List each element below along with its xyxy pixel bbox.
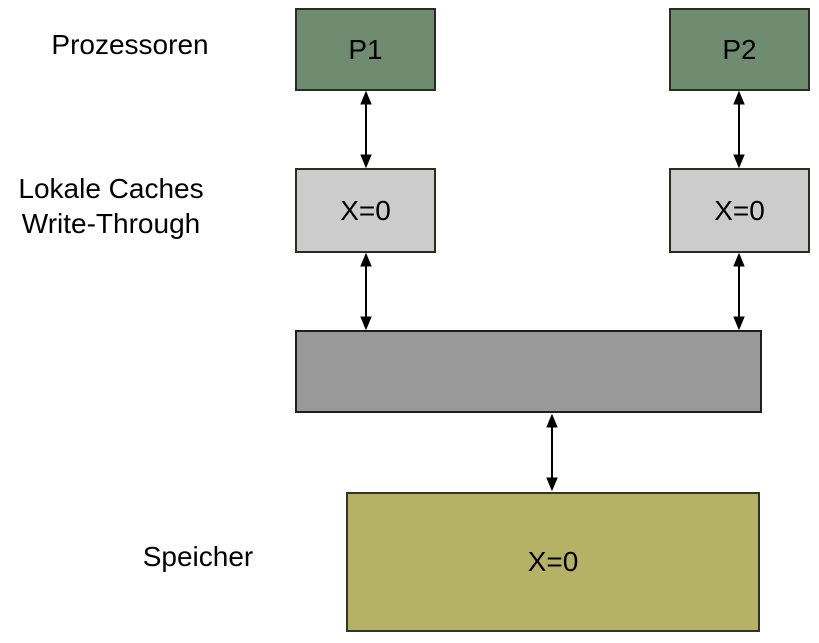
processor-p2-label: P2 (722, 33, 757, 65)
row-label-memory: Speicher (142, 541, 254, 572)
processor-p1-box: P1 (295, 8, 436, 91)
arrow-cache1-bus (360, 252, 372, 331)
processor-p1-label: P1 (348, 33, 383, 65)
row-label-processors: Prozessoren (51, 29, 209, 60)
arrow-cache2-bus (733, 252, 745, 331)
row-label-caches: Lokale Caches Write-Through (0, 171, 222, 241)
memory-box: X=0 (346, 492, 760, 632)
memory-value: X=0 (527, 546, 579, 577)
arrow-p2-cache2 (733, 90, 745, 169)
row-label-caches-line2: Write-Through (21, 208, 201, 239)
arrow-bus-memory (546, 413, 558, 492)
cache1-box: X=0 (295, 168, 436, 253)
cache2-value: X=0 (714, 194, 765, 226)
cache1-value: X=0 (340, 194, 391, 226)
row-label-caches-line1: Lokale Caches (18, 173, 204, 204)
processor-p2-box: P2 (669, 8, 810, 91)
arrow-p1-cache1 (360, 90, 372, 169)
cache2-box: X=0 (669, 168, 810, 253)
bus-bar (295, 330, 762, 413)
